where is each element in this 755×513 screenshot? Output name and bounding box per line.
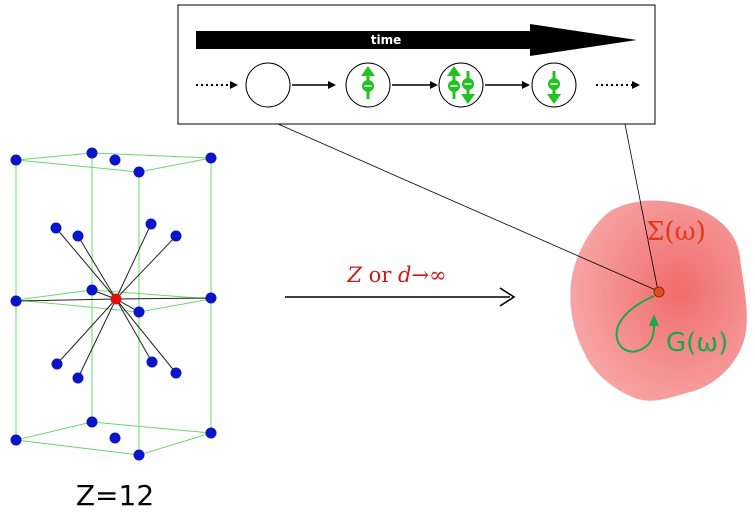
limit-arrowhead (499, 287, 516, 307)
coordination-label: Z=12 (76, 479, 154, 512)
state-spin-up (345, 62, 391, 108)
electron-down-icon (547, 71, 561, 104)
lead-out-arrowhead (632, 81, 640, 89)
self-energy-label: Σ(ω) (646, 217, 706, 247)
greens-function-loop (615, 295, 655, 353)
impurity-site: Σ(ω) G(ω) (615, 217, 728, 358)
transition-arrowhead-2 (430, 81, 438, 89)
limit-label: Z or d→∞ (346, 263, 446, 287)
electron-down-icon (461, 71, 475, 104)
limit-or: or (362, 263, 398, 287)
time-label: time (371, 33, 402, 47)
center-site (110, 293, 122, 305)
limit-d: d (398, 263, 411, 287)
callout-pointer-left (277, 123, 659, 292)
state-empty (245, 62, 291, 108)
loop-arrowhead (649, 314, 659, 326)
timeline-callout: time (177, 4, 659, 292)
electron-up-icon (447, 66, 461, 99)
transition-arrowhead-1 (328, 81, 336, 89)
limit-arrow-inf: →∞ (412, 263, 447, 287)
bath-region (570, 200, 747, 401)
transition-arrowhead-3 (522, 81, 530, 89)
callout-box (177, 4, 656, 125)
lead-in-arrowhead (230, 81, 238, 89)
time-arrow (196, 24, 637, 56)
lattice: Z=12 (10, 147, 217, 512)
infinite-dimension-limit: Z or d→∞ (285, 263, 516, 307)
limit-Z: Z (346, 263, 362, 287)
electron-up-icon (361, 66, 375, 99)
impurity-site-dot (653, 286, 665, 298)
callout-pointer-right (624, 123, 659, 292)
state-spin-down (531, 62, 577, 108)
greens-function-label: G(ω) (666, 328, 728, 358)
neighbor-bonds (15, 223, 212, 379)
state-double (438, 62, 484, 108)
lattice-sites (10, 147, 217, 461)
